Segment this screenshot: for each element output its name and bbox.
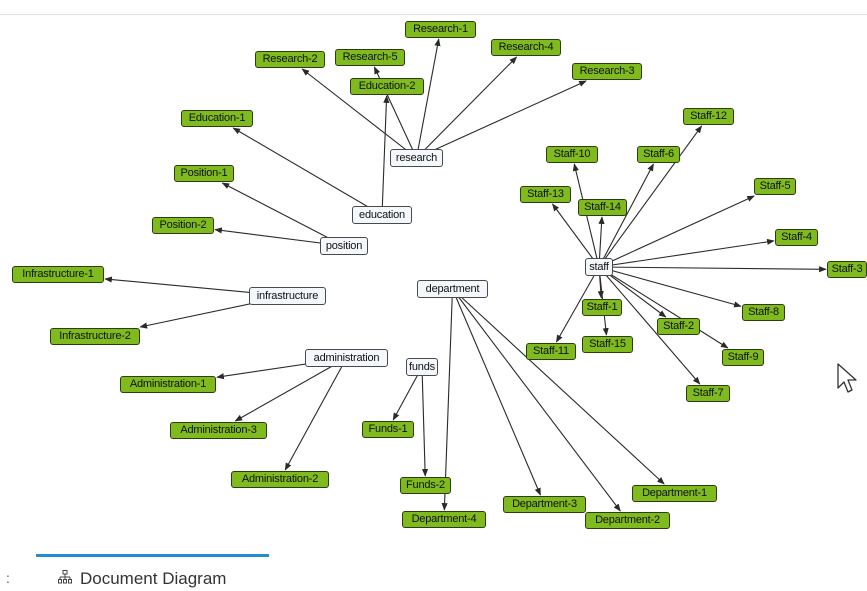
node-administration-1[interactable]: Administration-1 [120, 376, 216, 393]
tab-label: Document Diagram [80, 569, 227, 588]
node-research-5[interactable]: Research-5 [335, 49, 405, 66]
edge-staff-staff-5 [598, 195, 755, 268]
node-staff-11[interactable]: Staff-11 [526, 343, 576, 360]
node-position[interactable]: position [320, 237, 368, 255]
node-staff-1[interactable]: Staff-1 [582, 299, 622, 316]
node-education[interactable]: education [352, 206, 412, 224]
node-staff-10[interactable]: Staff-10 [546, 146, 598, 163]
node-staff-12[interactable]: Staff-12 [683, 108, 734, 125]
node-department-2[interactable]: Department-2 [585, 512, 670, 529]
edge-education-education-1 [232, 127, 383, 216]
edge-education-education-2 [381, 95, 390, 216]
node-infrastructure-2[interactable]: Infrastructure-2 [50, 328, 140, 345]
node-education-2[interactable]: Education-2 [350, 78, 424, 95]
node-funds[interactable]: funds [406, 358, 438, 376]
edge-funds-funds-2 [421, 366, 429, 477]
edge-research-research-2 [301, 68, 417, 159]
node-position-2[interactable]: Position-2 [152, 217, 214, 234]
node-department-1[interactable]: Department-1 [632, 485, 717, 502]
node-research-3[interactable]: Research-3 [572, 63, 642, 80]
edge-department-department-3 [451, 288, 541, 496]
top-divider [0, 14, 867, 15]
mouse-cursor-icon [836, 362, 858, 401]
node-position-1[interactable]: Position-1 [174, 165, 234, 182]
node-infrastructure[interactable]: infrastructure [249, 287, 326, 305]
node-infrastructure-1[interactable]: Infrastructure-1 [12, 266, 104, 283]
node-staff-14[interactable]: Staff-14 [578, 199, 627, 216]
node-funds-1[interactable]: Funds-1 [362, 421, 414, 438]
node-staff-5[interactable]: Staff-5 [754, 178, 796, 195]
edge-department-department-2 [452, 288, 621, 512]
edge-department-department-1 [452, 288, 665, 485]
node-administration[interactable]: administration [305, 349, 388, 367]
node-staff-15[interactable]: Staff-15 [582, 336, 633, 353]
edge-staff-staff-12 [598, 125, 703, 268]
diagram-icon [58, 569, 80, 589]
edge-staff-staff-6 [598, 163, 654, 268]
node-administration-3[interactable]: Administration-3 [170, 422, 267, 439]
node-research-2[interactable]: Research-2 [255, 51, 325, 68]
edge-research-research-3 [416, 80, 587, 159]
edge-research-research-4 [416, 56, 518, 159]
node-staff-13[interactable]: Staff-13 [520, 186, 571, 203]
diagram-canvas[interactable]: research education position infrastructure a… [0, 0, 867, 550]
node-staff-6[interactable]: Staff-6 [637, 146, 680, 163]
node-staff-2[interactable]: Staff-2 [657, 318, 700, 335]
node-staff-8[interactable]: Staff-8 [742, 304, 785, 321]
node-research-1[interactable]: Research-1 [405, 21, 476, 38]
edge-department-department-4 [441, 288, 454, 511]
edge-administration-administration-2 [284, 357, 347, 471]
edge-staff-staff-9 [598, 266, 729, 349]
edge-research-research-1 [415, 38, 441, 159]
node-staff-7[interactable]: Staff-7 [686, 385, 730, 402]
edge-administration-administration-3 [234, 357, 347, 422]
edge-staff-staff-3 [598, 266, 827, 273]
node-department-3[interactable]: Department-3 [503, 496, 586, 513]
node-research[interactable]: research [390, 149, 443, 167]
tab-document-diagram[interactable]: Document Diagram [58, 567, 226, 591]
tab-separator: : [6, 570, 10, 586]
node-research-4[interactable]: Research-4 [491, 39, 561, 56]
node-staff[interactable]: staff [585, 258, 613, 276]
node-department-4[interactable]: Department-4 [402, 511, 486, 528]
node-staff-4[interactable]: Staff-4 [775, 229, 818, 246]
edge-staff-staff-8 [598, 266, 742, 308]
node-staff-3[interactable]: Staff-3 [827, 261, 867, 278]
node-department[interactable]: department [417, 280, 488, 298]
edge-staff-staff-4 [598, 238, 775, 268]
node-funds-2[interactable]: Funds-2 [400, 477, 451, 494]
edge-staff-staff-13 [552, 203, 600, 268]
node-staff-9[interactable]: Staff-9 [722, 349, 764, 366]
edge-position-position-1 [221, 182, 345, 247]
node-education-1[interactable]: Education-1 [181, 110, 253, 127]
edge-staff-staff-7 [598, 266, 701, 385]
diagram-edges [104, 38, 827, 512]
edge-staff-staff-11 [555, 266, 600, 343]
node-administration-2[interactable]: Administration-2 [231, 471, 329, 488]
active-tab-underline [36, 554, 269, 557]
